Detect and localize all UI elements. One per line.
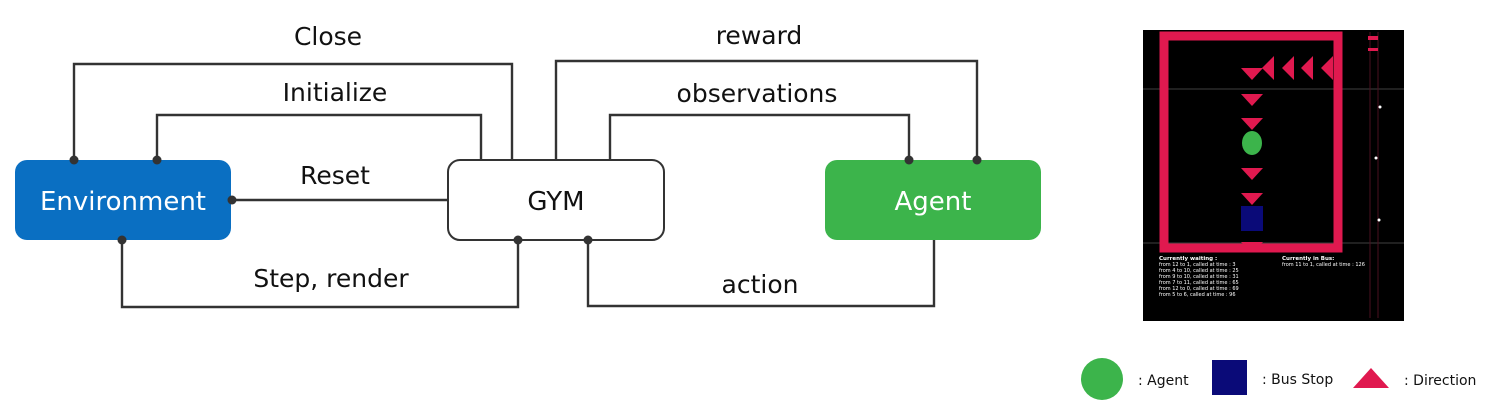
- bus-title: Currently in Bus:: [1282, 256, 1334, 262]
- direction-triangle: [1241, 168, 1263, 180]
- direction-triangle: [1282, 56, 1294, 80]
- direction-triangle: [1262, 56, 1274, 80]
- direction-triangle: [1301, 56, 1313, 80]
- waiting-line: from 12 to 0, called at time : 69: [1159, 286, 1239, 292]
- observations-label: observations: [677, 79, 838, 108]
- gym-label: GYM: [527, 187, 584, 217]
- waiting-line: from 4 to 10, called at time : 25: [1159, 268, 1239, 274]
- initialize-dot-env: [152, 155, 162, 165]
- reset-dot-env: [227, 195, 237, 205]
- bus-line: from 11 to 1, called at time : 126: [1282, 262, 1365, 268]
- environment-label: Environment: [40, 187, 206, 217]
- waiting-line: from 7 to 11, called at time : 65: [1159, 280, 1239, 286]
- action-dot-gym: [583, 235, 593, 245]
- agent-node: [825, 160, 1041, 240]
- observations-connector: [608, 113, 911, 160]
- close-label: Close: [294, 22, 362, 51]
- legend-bus-stop-icon: [1212, 360, 1247, 395]
- environment-screenshot: Currently waiting : from 12 to 1, called…: [1143, 30, 1404, 321]
- direction-triangle: [1241, 118, 1263, 130]
- waiting-line: from 5 to 6, called at time : 96: [1159, 292, 1236, 298]
- initialize-label: Initialize: [283, 78, 388, 107]
- waiting-title: Currently waiting :: [1159, 256, 1217, 262]
- reset-label: Reset: [300, 161, 370, 190]
- direction-triangle: [1321, 56, 1333, 80]
- legend-bus-stop-label: : Bus Stop: [1262, 372, 1333, 388]
- reward-connector: [554, 59, 979, 160]
- reward-label: reward: [716, 21, 803, 50]
- step-render-connector: [120, 240, 520, 309]
- action-label: action: [722, 270, 799, 299]
- step-render-label: Step, render: [253, 264, 409, 293]
- legend-direction-icon: [1353, 368, 1389, 388]
- gym-node: [447, 159, 665, 241]
- step-dot-env: [117, 235, 127, 245]
- direction-triangle: [1241, 193, 1263, 205]
- legend-direction-label: : Direction: [1404, 373, 1476, 389]
- direction-triangle: [1241, 242, 1263, 252]
- close-dot-env: [69, 155, 79, 165]
- environment-node: [15, 160, 231, 240]
- close-connector: [72, 62, 514, 160]
- direction-triangle: [1241, 68, 1263, 80]
- step-dot-gym: [513, 235, 523, 245]
- direction-triangle: [1241, 94, 1263, 106]
- agent-marker: [1242, 131, 1262, 155]
- bus-stop-marker: [1241, 206, 1263, 231]
- waiting-line: from 9 to 10, called at time : 31: [1159, 274, 1239, 280]
- legend-agent-icon: [1081, 358, 1123, 400]
- initialize-connector: [155, 113, 483, 160]
- legend-agent-label: : Agent: [1138, 373, 1189, 389]
- action-connector: [586, 240, 936, 308]
- reward-dot-agent: [972, 155, 982, 165]
- side-track: [1368, 32, 1382, 318]
- observations-dot-agent: [904, 155, 914, 165]
- agent-label: Agent: [895, 187, 972, 217]
- legend: : Agent : Bus Stop : Direction: [1081, 358, 1476, 400]
- waiting-line: from 12 to 1, called at time : 3: [1159, 262, 1236, 268]
